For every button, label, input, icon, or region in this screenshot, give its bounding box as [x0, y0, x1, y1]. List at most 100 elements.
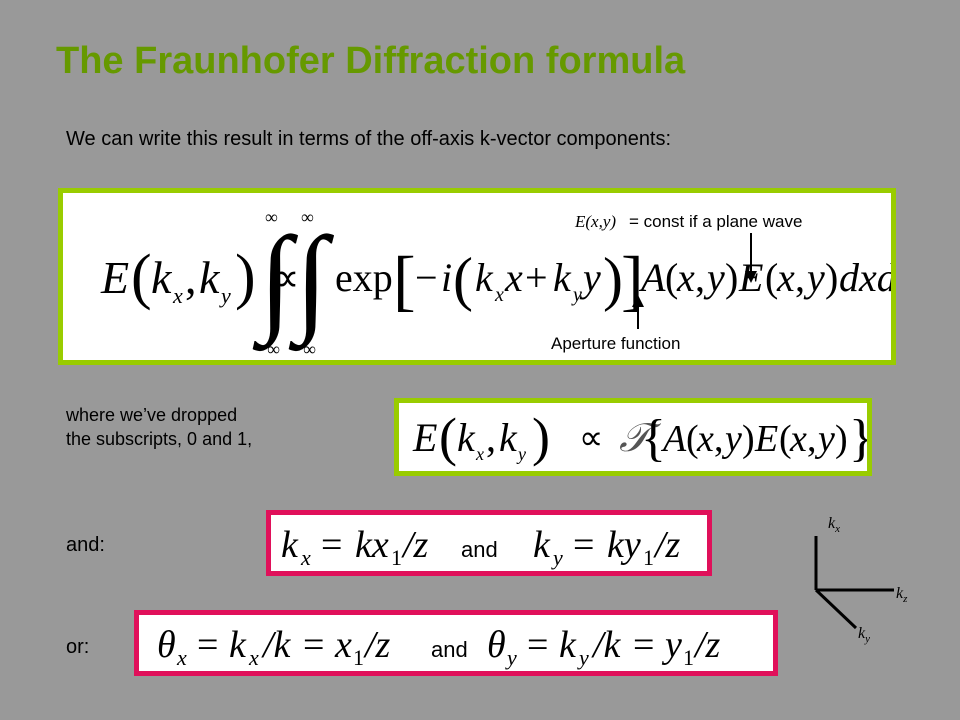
theta-svg: θ x = k x /k = x 1 /z and θ y = k y /k =…: [157, 624, 721, 670]
svg-text:y: y: [579, 255, 601, 300]
integral-upper-1: ∞: [265, 207, 278, 227]
svg-text:1: 1: [353, 645, 364, 670]
annotation-aperture: Aperture function: [551, 334, 680, 353]
svg-text:,: ,: [695, 255, 705, 300]
annotation-exy: E(x,y): [574, 212, 616, 231]
svg-text:x: x: [494, 284, 504, 306]
svg-text:exp: exp: [335, 255, 393, 300]
svg-text:+: +: [525, 255, 548, 300]
svg-text:y: y: [577, 645, 589, 670]
and-connector-1: and: [461, 537, 498, 562]
proportional-symbol: ∝: [271, 255, 300, 300]
svg-text:=: =: [573, 524, 594, 566]
svg-text:y: y: [551, 545, 563, 570]
arrow-plane-wave-head: [745, 271, 757, 283]
svg-text:y: y: [703, 255, 725, 300]
svg-text:/z: /z: [401, 524, 429, 566]
svg-text:/z: /z: [693, 624, 721, 666]
svg-text:=: =: [321, 524, 342, 566]
svg-text:1: 1: [683, 645, 694, 670]
svg-text:−: −: [415, 255, 438, 300]
svg-text:(: (: [779, 418, 792, 460]
svg-text:/z: /z: [363, 624, 391, 666]
ky-axis: [814, 588, 858, 630]
svg-text:1: 1: [643, 545, 654, 570]
svg-text:,: ,: [807, 418, 817, 460]
svg-text:x: x: [176, 645, 187, 670]
svg-text:∫: ∫: [252, 212, 299, 352]
svg-text:E: E: [412, 415, 437, 460]
svg-text:{: {: [641, 410, 666, 467]
annotation-plane-wave: = const if a plane wave: [629, 212, 802, 231]
svg-text:k: k: [553, 255, 572, 300]
svg-text:k: k: [499, 415, 518, 460]
svg-text:,: ,: [714, 418, 724, 460]
svg-text:∝: ∝: [579, 420, 603, 457]
svg-text:): ): [532, 407, 550, 467]
svg-text:k: k: [229, 624, 247, 666]
svg-text:A: A: [660, 418, 687, 460]
dropped-note-line2: the subscripts, 0 and 1,: [66, 429, 253, 449]
svg-text:y: y: [505, 645, 517, 670]
svg-text:ky: ky: [607, 524, 641, 566]
svg-text:E: E: [100, 252, 129, 303]
k-components-svg: k x = kx 1 /z and k y = ky 1 /z: [281, 524, 681, 570]
svg-text:(: (: [686, 418, 699, 460]
double-integral: ∫ ∫ ∞ ∞ −∞ −∞: [252, 207, 335, 359]
svg-text:x: x: [789, 418, 807, 460]
and-label: and:: [66, 534, 105, 556]
svg-text:=: =: [527, 624, 548, 666]
svg-text:(: (: [131, 243, 152, 311]
svg-text:(: (: [453, 246, 473, 312]
integral-lower-1: −∞: [257, 339, 280, 359]
k-components-box: k x = kx 1 /z and k y = ky 1 /z: [266, 510, 712, 576]
integrand: exp [ − i ( k x x + k y y ) ] A ( x , y …: [335, 242, 915, 318]
svg-text:/z: /z: [653, 524, 681, 566]
svg-text:): ): [725, 255, 738, 300]
svg-text:,: ,: [486, 415, 496, 460]
svg-text:x: x: [172, 283, 183, 308]
main-formula-svg: E(x,y) = const if a plane wave E ( k x ,…: [100, 207, 915, 359]
svg-text:dxdy: dxdy: [839, 255, 891, 300]
fourier-equation-svg: E ( k x , k y ) ∝ 𝒯 { A ( x , y ) E ( x …: [412, 407, 874, 467]
svg-text:i: i: [441, 255, 452, 300]
svg-text:k: k: [199, 252, 221, 303]
svg-text:y: y: [803, 255, 825, 300]
svg-text:): ): [825, 255, 838, 300]
intro-text: We can write this result in terms of the…: [66, 128, 672, 150]
svg-text:): ): [742, 418, 755, 460]
integral-upper-2: ∞: [301, 207, 314, 227]
svg-text:k: k: [559, 624, 577, 666]
svg-text:E: E: [754, 418, 778, 460]
main-formula-box: E(x,y) = const if a plane wave E ( k x ,…: [58, 188, 915, 365]
svg-text:k: k: [281, 524, 299, 566]
arrow-aperture-head: [632, 295, 644, 307]
k-axes-diagram: kx kz ky: [814, 515, 908, 645]
svg-text:(: (: [439, 407, 457, 467]
svg-text:x: x: [300, 545, 311, 570]
svg-text:k: k: [457, 415, 476, 460]
and-connector-2: and: [431, 637, 468, 662]
svg-text:): ): [603, 246, 623, 312]
svg-text:/k: /k: [261, 624, 292, 666]
svg-text:): ): [835, 418, 848, 460]
kx-axis-label: kx: [828, 515, 840, 535]
svg-text:y: y: [516, 444, 526, 464]
svg-text:y: y: [661, 624, 682, 666]
svg-text:x: x: [776, 255, 795, 300]
kz-axis-label: kz: [896, 585, 908, 605]
svg-text:): ): [235, 243, 256, 311]
svg-text:x: x: [696, 418, 714, 460]
or-label: or:: [66, 636, 90, 658]
svg-text:y: y: [814, 418, 835, 460]
svg-text:x: x: [248, 645, 259, 670]
svg-text:/k: /k: [591, 624, 622, 666]
svg-text:1: 1: [391, 545, 402, 570]
svg-text:y: y: [721, 418, 742, 460]
svg-text:θ: θ: [487, 624, 506, 666]
fourier-box: E ( k x , k y ) ∝ 𝒯 { A ( x , y ) E ( x …: [394, 398, 874, 476]
svg-text:,: ,: [185, 252, 197, 303]
svg-text:kx: kx: [355, 524, 389, 566]
slide-title: The Fraunhofer Diffraction formula: [56, 40, 686, 82]
svg-text:E: E: [738, 255, 763, 300]
